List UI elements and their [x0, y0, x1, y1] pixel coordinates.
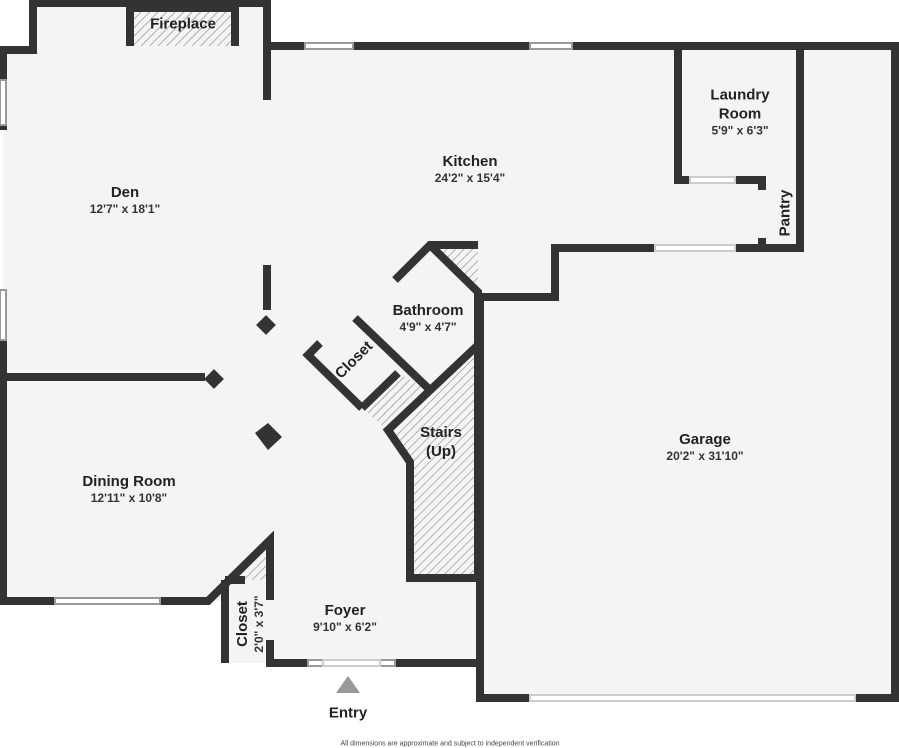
room-dims: 9'10" x 6'2" — [313, 620, 377, 634]
room-dims: 4'9" x 4'7" — [399, 320, 457, 334]
disclaimer: All dimensions are approximate and subje… — [340, 740, 560, 748]
floor-area — [3, 3, 895, 698]
fireplace-hearth — [130, 8, 235, 46]
closet-hatch — [362, 373, 428, 430]
room-name: Bathroom — [392, 302, 464, 319]
columns — [204, 315, 282, 450]
room-name: Kitchen — [442, 153, 498, 170]
windows — [0, 42, 856, 702]
room-stairs: Stairs (Up) — [411, 423, 471, 461]
room-dims: 12'11" x 10'8" — [90, 491, 168, 505]
room-name: Fireplace — [150, 15, 216, 33]
room-name: Pantry — [776, 189, 794, 237]
walls — [0, 0, 899, 702]
room-dims: 2'0" x 3'7" — [252, 595, 266, 653]
room-name: Garage — [679, 431, 731, 448]
room-dims: 5'9" x 6'3" — [711, 123, 769, 138]
room-fireplace: Fireplace — [150, 15, 216, 34]
room-dims: 12'7" x 18'1" — [89, 202, 161, 216]
room-name: Foyer — [324, 602, 366, 619]
room-dims: 24'2" x 15'4" — [434, 171, 506, 185]
room-name: Dining Room — [82, 473, 176, 490]
entry-label: Entry — [328, 704, 368, 722]
room-name: Laundry Room — [710, 86, 770, 123]
room-pantry: Pantry — [776, 190, 795, 237]
room-name: Den — [110, 184, 140, 201]
room-name: Closet — [234, 601, 251, 647]
room-dims: 20'2" x 31'10" — [666, 449, 744, 463]
entry-arrow-icon — [336, 676, 360, 693]
room-name: Stairs (Up) — [420, 424, 462, 460]
